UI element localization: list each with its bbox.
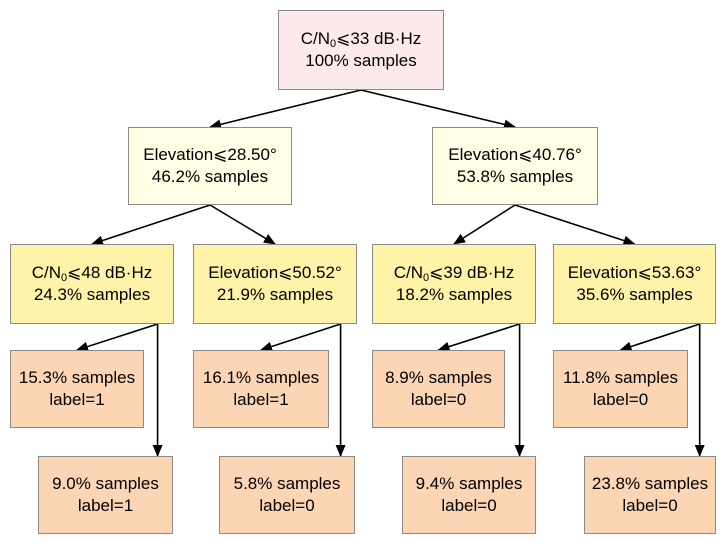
edge-arrow-l-to-ll bbox=[91, 204, 211, 246]
leaf-samples: 9.0% samples bbox=[52, 474, 159, 493]
node-cn0-48: C/N0⩽48 dB·Hz 24.3% samples bbox=[10, 244, 174, 324]
leaf-samples: 5.8% samples bbox=[233, 474, 341, 493]
edge-arrow-r-to-rl bbox=[453, 204, 516, 245]
leaf-node: 5.8% samples label=0 bbox=[219, 456, 355, 534]
leaf-samples: 9.4% samples bbox=[415, 474, 523, 493]
edge-arrow-l-to-lr bbox=[209, 204, 276, 245]
leaf-label: label=0 bbox=[441, 496, 497, 515]
edge-arrow-r-to-rr bbox=[514, 204, 636, 246]
node-samples: 46.2% samples bbox=[151, 167, 269, 186]
node-cn0-39: C/N0⩽39 dB·Hz 18.2% samples bbox=[372, 244, 536, 324]
leaf-node: 11.8% samples label=0 bbox=[553, 350, 688, 428]
node-condition: Elevation⩽53.63° bbox=[567, 263, 702, 282]
node-condition: C/N0⩽48 dB·Hz bbox=[31, 263, 153, 284]
leaf-samples: 15.3% samples bbox=[18, 368, 136, 387]
leaf-label: label=1 bbox=[77, 496, 134, 515]
leaf-samples: 16.1% samples bbox=[202, 368, 320, 387]
leaf-node: 9.4% samples label=0 bbox=[402, 456, 536, 534]
leaf-label: label=0 bbox=[410, 390, 467, 409]
leaf-label: label=0 bbox=[592, 390, 649, 409]
node-condition: Elevation⩽28.50° bbox=[143, 145, 277, 164]
edge-arrow-root-to-l bbox=[209, 89, 362, 130]
leaf-node: 8.9% samples label=0 bbox=[372, 350, 505, 428]
edge-arrow-root-to-r bbox=[360, 89, 516, 130]
leaf-label: label=1 bbox=[49, 390, 105, 409]
node-elevation-50-52: Elevation⩽50.52° 21.9% samples bbox=[193, 244, 357, 324]
leaf-node: 16.1% samples label=1 bbox=[193, 350, 329, 428]
leaf-node: 15.3% samples label=1 bbox=[10, 350, 144, 428]
edge-arrow-rr-to-rr_a bbox=[619, 323, 700, 352]
node-condition: Elevation⩽50.52° bbox=[208, 263, 342, 282]
root-node: C/N0⩽33 dB·Hz 100% samples bbox=[278, 10, 444, 90]
root-condition: C/N0⩽33 dB·Hz bbox=[300, 29, 422, 50]
node-samples: 21.9% samples bbox=[216, 285, 334, 304]
edge-arrow-ll-to-ll_a bbox=[76, 323, 158, 352]
leaf-samples: 11.8% samples bbox=[563, 368, 678, 387]
node-condition: Elevation⩽40.76° bbox=[448, 145, 582, 164]
node-samples: 53.8% samples bbox=[456, 167, 574, 186]
leaf-label: label=0 bbox=[259, 496, 315, 515]
node-samples: 24.3% samples bbox=[33, 285, 151, 304]
root-samples: 100% samples bbox=[305, 51, 417, 70]
leaf-node: 9.0% samples label=1 bbox=[38, 456, 173, 534]
leaf-samples: 8.9% samples bbox=[385, 368, 492, 387]
leaf-node: 23.8% samples label=0 bbox=[584, 456, 716, 534]
node-elevation-28-50: Elevation⩽28.50° 46.2% samples bbox=[128, 127, 292, 205]
edge-arrow-rl-to-rl_a bbox=[437, 323, 520, 352]
node-samples: 35.6% samples bbox=[576, 285, 693, 304]
node-samples: 18.2% samples bbox=[395, 285, 513, 304]
node-condition: C/N0⩽39 dB·Hz bbox=[393, 263, 515, 284]
leaf-label: label=1 bbox=[233, 390, 289, 409]
leaf-samples: 23.8% samples bbox=[591, 474, 709, 493]
node-elevation-40-76: Elevation⩽40.76° 53.8% samples bbox=[432, 127, 598, 205]
node-elevation-53-63: Elevation⩽53.63° 35.6% samples bbox=[553, 244, 716, 324]
leaf-label: label=0 bbox=[622, 496, 678, 515]
edge-arrow-lr-to-lr_a bbox=[260, 323, 341, 352]
